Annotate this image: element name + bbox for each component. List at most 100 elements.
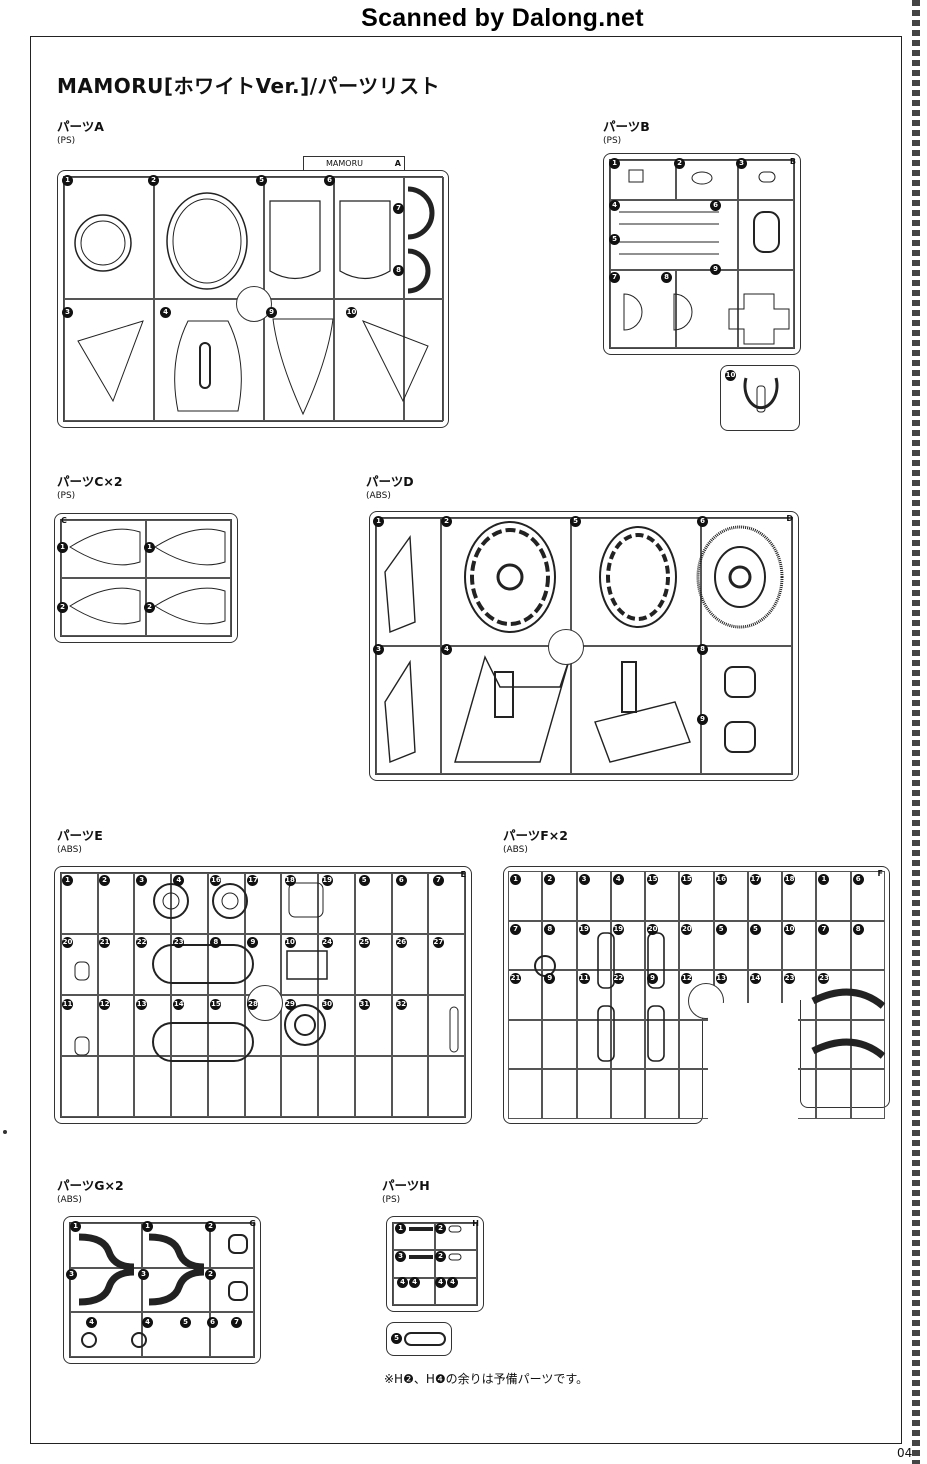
part-number: 20 [681,923,693,935]
part-number: 3 [136,875,148,886]
sprue-d-cell [571,646,701,774]
sprue-e-cell [354,873,392,934]
sprue-e-cell [207,1056,245,1117]
sprue-f-cell [508,1069,543,1119]
section-b-heading: パーツB (PS) [603,120,650,148]
part-number: 2 [435,1223,446,1234]
sprue-e-cell [281,873,319,934]
part-number: 15 [647,874,659,885]
part-number: 8 [661,272,672,283]
sprue-b-cell [610,160,676,200]
part-number: 31 [358,999,370,1010]
sprue-e-cell [171,934,208,995]
sprue-e-cell [428,1056,465,1117]
sprue-h-parts [409,1225,462,1261]
sprue-f-cell [610,1019,646,1070]
part-number: 8 [697,644,708,655]
section-a-material: (PS) [57,136,76,146]
part-number: 8 [544,923,556,935]
sprue-f-cell [542,970,577,1020]
sprue-d: 1 2 5 6 D 3 4 8 9 [369,511,799,781]
part-number: 4 [447,1277,458,1288]
sprue-e-cell [61,1056,98,1117]
sprue-e-cell [428,995,465,1056]
part-number: 8 [852,923,864,935]
sprue-f-letter: F [877,869,883,878]
sprue-h-cell [393,1223,435,1251]
section-e-heading: パーツE (ABS) [57,829,103,857]
page-number: 04 [897,1446,913,1460]
part-number: 10 [284,937,296,948]
part-number: 2 [57,602,68,613]
sprue-d-parts [384,521,784,764]
spare-parts-note: ※H❷、H❹の余りは予備パーツです。 [384,1372,589,1386]
sprue-f-notch [708,1003,798,1119]
part-number: 10 [725,370,736,381]
sprue-f-cell [542,871,577,921]
sprue-f-cell [576,970,611,1020]
sprue-e-parts [74,882,459,1062]
part-number: 7 [818,923,830,935]
sprue-d-cell [441,518,571,646]
part-number: 4 [435,1277,446,1288]
sprue-f-cell [850,871,885,921]
part-number: 2 [144,602,155,613]
part-number: 3 [736,158,747,169]
sprue-e-cell [391,934,429,995]
sprue-f-cell [610,1069,646,1119]
part-number: 20 [647,923,659,935]
part-number: 2 [435,1251,446,1262]
part-number: 1 [395,1223,406,1234]
sprue-g-grid [69,1222,255,1358]
section-a-label: MAMORU [326,159,363,168]
sprue-h-extra: 5 [386,1322,452,1356]
sprue-a-cell [264,177,334,299]
part-number: 11 [62,999,73,1010]
sprue-b-cell [738,160,794,200]
sprue-e-cell [354,995,392,1056]
part-number: 4 [612,874,624,885]
sprue-b-extra-part [743,377,779,413]
part-number: 14 [173,999,185,1010]
part-number: 3 [578,874,590,885]
sprue-a-parts [74,186,435,416]
part-number: 7 [609,272,620,283]
part-number: 8 [210,937,222,948]
part-number: 10 [784,923,796,935]
sprue-e-cell [281,995,319,1056]
part-number: 12 [99,999,111,1010]
sprue-a: 1 2 5 6 7 8 3 4 9 10 [57,170,449,428]
part-number: 4 [173,875,185,886]
sprue-g-cell [70,1312,142,1357]
sprue-f-cell [850,920,885,971]
part-number: 3 [62,307,73,318]
sprue-e-cell [134,873,172,934]
part-number: 4 [160,307,171,318]
part-number: 6 [697,516,708,527]
sprue-e-cell [171,995,208,1056]
sprue-e-cell [207,934,245,995]
sprue-f-cell [542,1019,577,1070]
part-number: 4 [609,200,620,211]
sprue-d-cell [376,518,441,646]
sprue-g-cell [210,1223,254,1268]
part-number: 21 [99,937,111,948]
sprue-e-cell [244,873,282,934]
sprue-g-cell [70,1223,142,1268]
page-frame [30,36,902,1444]
part-number: 2 [441,516,452,527]
part-number: 8 [393,265,404,276]
part-number: 19 [321,875,333,886]
sprue-f-cell [782,920,817,971]
section-b-name: パーツB [603,119,650,134]
sprue-f-cell [713,871,748,921]
part-number: 9 [697,714,708,725]
sprue-e-cell [134,934,172,995]
section-e-material: (ABS) [57,845,82,855]
part-number: 9 [710,264,721,275]
part-number: 7 [510,923,521,935]
sprue-f-cell [816,871,851,921]
sprue-b-cell [738,200,794,270]
section-h-name: パーツH [382,1178,430,1193]
section-b-material: (PS) [603,136,622,146]
